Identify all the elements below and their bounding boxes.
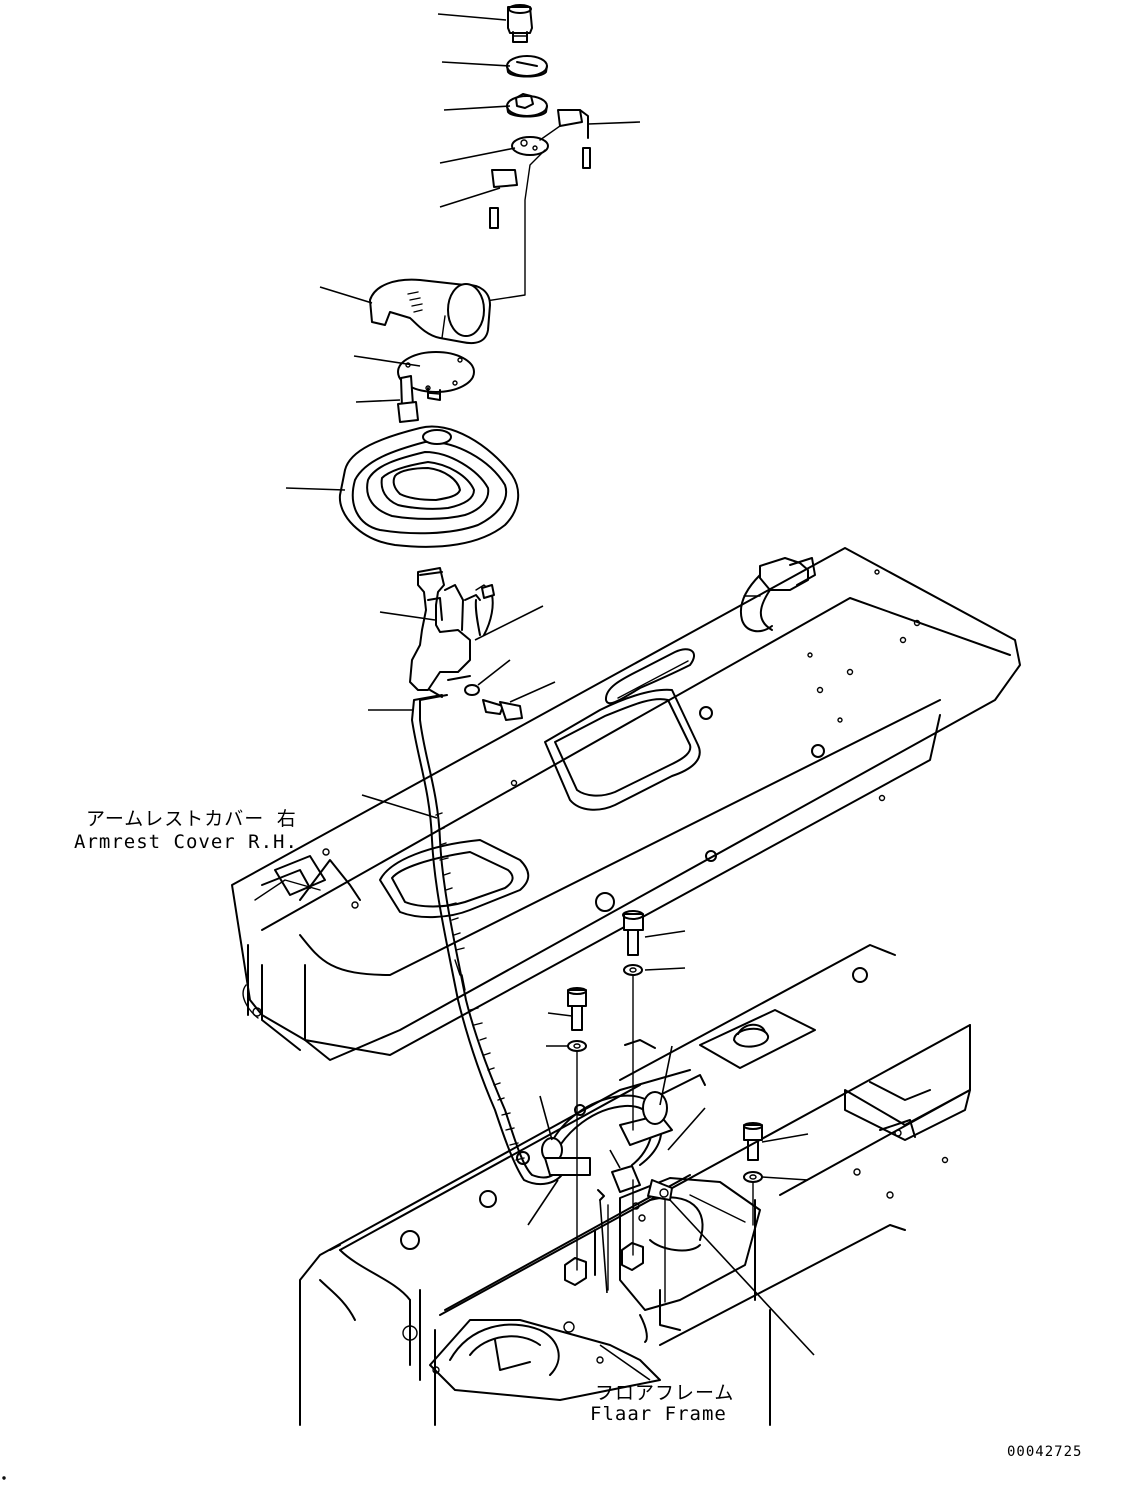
drawing-number: 00042725: [1007, 1444, 1083, 1460]
floor-frame-label-jp: フロアフレーム: [595, 1382, 735, 1404]
leader-lines: [2, 13, 815, 1480]
lever-parts: [338, 4, 591, 721]
armrest-cover-label-jp: アームレストカバー 右: [86, 808, 297, 830]
armrest-cover-outline: [231, 547, 1021, 1061]
connector-harness-top: [740, 557, 816, 633]
floor-frame-label-en: Flaar Frame: [590, 1403, 727, 1425]
harness-cable: [411, 694, 566, 1186]
clamp-assembly: [541, 910, 763, 1303]
armrest-cover-label-en: Armrest Cover R.H.: [74, 831, 298, 853]
floor-frame-outline: [299, 944, 971, 1426]
